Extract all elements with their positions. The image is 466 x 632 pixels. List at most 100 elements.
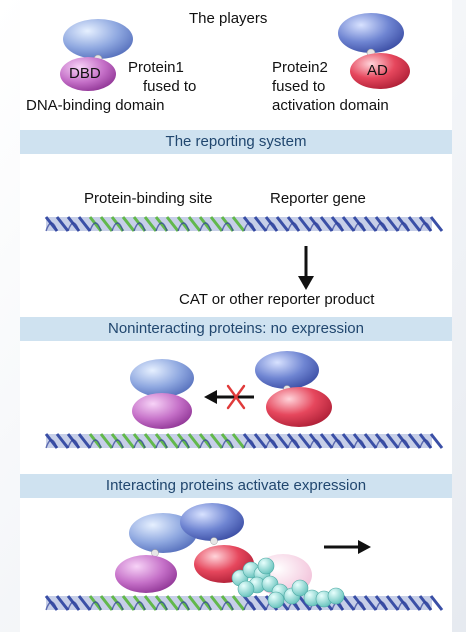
dna-twist [44,595,70,611]
dna-curve [177,601,190,611]
dna-twist [396,595,422,611]
dna-curve [287,439,300,449]
dna-curve [375,439,388,449]
polymerase-bead [267,591,285,609]
dna-twist [132,433,158,449]
dna-twist [66,595,92,611]
dna-twist [176,595,202,611]
dna-curve [375,222,388,232]
blocked-arrow [204,384,254,410]
dna-twist [88,595,114,611]
dna-twist [242,216,268,232]
dna-strand-interacting [44,595,444,611]
dna-twist [352,216,378,232]
interacting-complex [115,503,345,609]
dna-curve [243,601,256,611]
dna-curve [111,439,124,449]
protein1-blue-oval-3 [129,513,197,553]
dna-twist [44,433,70,449]
protein2-label: Protein2 [272,59,328,76]
dna-curve [67,601,80,611]
dna-curve [67,222,80,232]
dbd-label: DBD [69,65,101,82]
polymerase-bead [291,579,309,597]
dna-twist [242,433,268,449]
dna-twist [330,433,356,449]
protein1-domain: DNA-binding domain [26,97,165,114]
dna-curve [309,439,322,449]
dbd-oval-2 [132,393,192,429]
dna-twist [264,433,290,449]
dna-twist [286,216,312,232]
dbd-oval-3 [115,555,177,593]
dna-twist [176,433,202,449]
dna-twist [132,216,158,232]
dna-twist [198,433,224,449]
players-title: The players [189,10,268,27]
dna-twist [374,595,400,611]
dna-twist [66,433,92,449]
section-interacting: Interacting proteins activate expression [20,474,452,498]
dna-twist [132,595,158,611]
dna-curve [309,222,322,232]
polymerase-cluster [231,557,345,609]
ad-label: AD [367,62,388,79]
dna-curve [199,601,212,611]
dna-curve [397,222,410,232]
protein1-blue-oval-2 [130,359,194,397]
dna-curve [221,601,234,611]
dna-twist [396,216,422,232]
dna-curve [199,439,212,449]
dna-twist [110,595,136,611]
dna-twist [308,216,334,232]
dna-curve [89,222,102,232]
protein2-blue-oval-3 [180,503,244,541]
dna-curve [177,439,190,449]
dna-twist [396,433,422,449]
linker-dot [210,537,218,545]
dna-twist [110,433,136,449]
dna-twist [286,433,312,449]
protein1-fused-to: fused to [143,78,197,95]
dna-curve [419,439,432,449]
dna-curve [397,601,410,611]
dna-twist [110,216,136,232]
reporter-gene-label: Reporter gene [270,190,366,207]
dna-curve [45,222,58,232]
noninteracting-protein1 [130,359,194,429]
dna-curve [243,222,256,232]
dna-curve [353,601,366,611]
dna-twist [220,433,246,449]
dna-curve [221,439,234,449]
dna-twist [44,216,70,232]
protein2-blue-oval [338,13,404,53]
dna-twist [66,216,92,232]
dna-curve [45,439,58,449]
dna-curve [243,439,256,449]
dna-curve [331,439,344,449]
protein1-label: Protein1 [128,59,184,76]
dna-curve [89,601,102,611]
dna-twist [418,595,444,611]
protein2-group [338,13,410,89]
dna-curve [353,222,366,232]
dna-twist [264,216,290,232]
dna-curve [419,222,432,232]
section-noninteracting: Noninteracting proteins: no expression [20,317,452,341]
dna-curve [45,601,58,611]
dna-curve [133,439,146,449]
dna-curve [199,222,212,232]
dna-twist [88,216,114,232]
protein-binding-site-label: Protein-binding site [84,190,213,207]
dna-curve [397,439,410,449]
dna-curve [155,601,168,611]
dna-twist [242,595,268,611]
dna-twist [308,433,334,449]
ad-oval [350,53,410,89]
noninteracting-protein2 [255,351,332,427]
dna-twist [88,433,114,449]
dna-twist [374,433,400,449]
dna-twist [154,595,180,611]
